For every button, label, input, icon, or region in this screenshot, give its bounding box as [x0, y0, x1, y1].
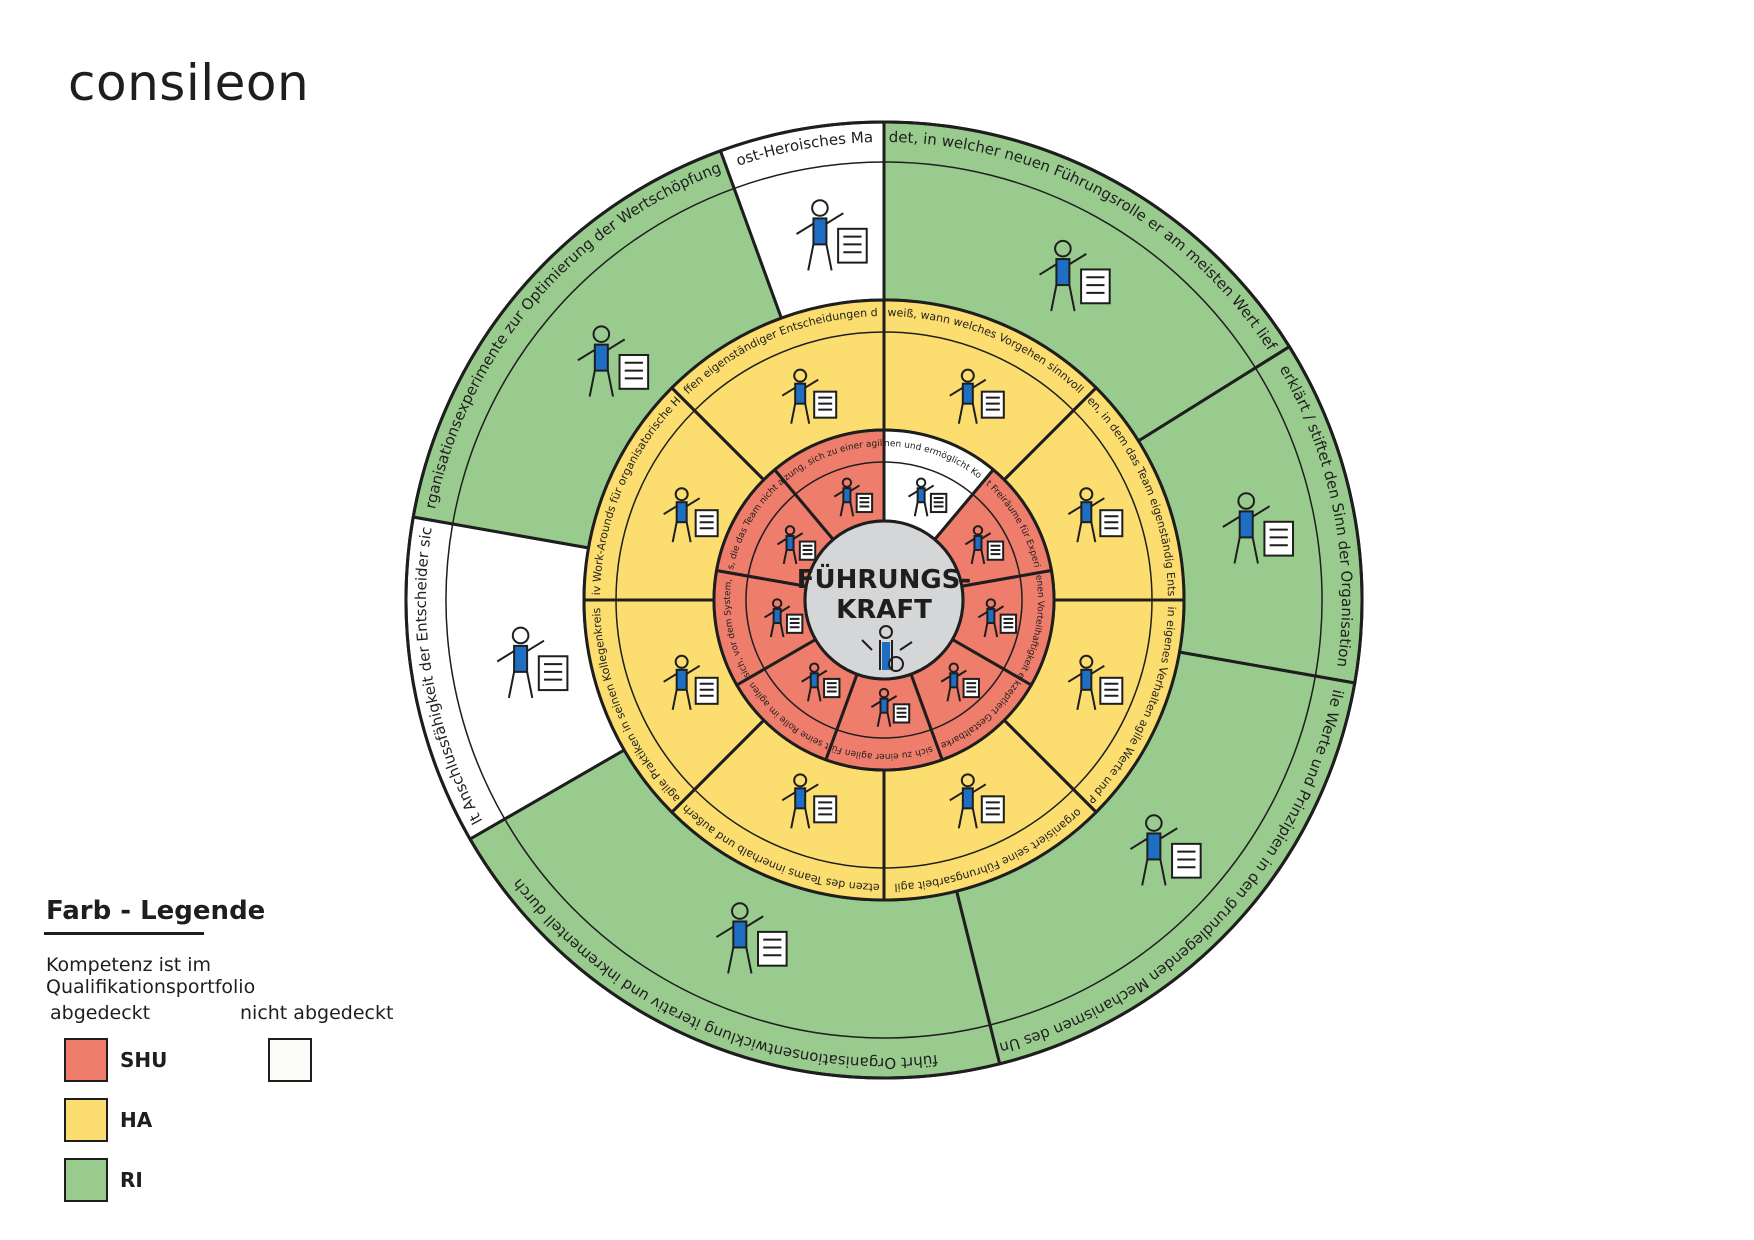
sketch-figure-icon — [496, 626, 569, 699]
inner-text-band-line — [883, 461, 974, 495]
inner-text-band-line — [1002, 575, 1023, 670]
legend-swatch-not-covered — [268, 1038, 312, 1082]
sketch-figure-icon — [949, 368, 1005, 424]
sketch-figure-icon — [1067, 654, 1124, 711]
sketch-figure-icon — [907, 477, 948, 517]
outer-text-band-line — [504, 818, 991, 1039]
legend-swatch-ri — [64, 1158, 108, 1202]
outer-text-band-line — [989, 675, 1317, 1026]
outer-segment-label: stellt Anschlussfähigkeit der Entscheide… — [0, 0, 486, 828]
outer-text-band-line — [451, 187, 735, 525]
outer-text-band-line — [445, 523, 506, 820]
inner-text-band-line — [763, 668, 838, 731]
legend-title: Farb - Legende — [46, 896, 266, 926]
center-disc: FÜHRUNGS- KRAFT — [797, 519, 971, 681]
sketch-figure-icon — [577, 325, 650, 397]
leader-figure-icon — [861, 625, 913, 672]
legend-covered-label: abgedeckt — [50, 1002, 151, 1024]
sketch-figure-icon — [1129, 814, 1202, 886]
sketch-figure-icon — [795, 199, 868, 271]
middle-text-band-line — [883, 788, 1075, 869]
sketch-figure-icon — [715, 902, 788, 974]
sketch-figure-icon — [1038, 239, 1111, 312]
center-circle — [803, 519, 965, 681]
outer-text-band-line — [733, 161, 885, 190]
inner-text-band-line — [972, 493, 1021, 577]
middle-text-band-line — [1072, 599, 1153, 791]
legend-swatch-ha — [64, 1098, 108, 1142]
sketch-figure-icon — [833, 477, 874, 517]
sketch-figure-icon — [764, 598, 804, 638]
sketch-figure-icon — [977, 598, 1018, 638]
sketch-figure-icon — [781, 368, 838, 424]
center-title-line2: KRAFT — [836, 595, 932, 625]
outer-text-band-line — [883, 161, 1257, 369]
inner-text-band-line — [836, 728, 932, 739]
sketch-figure-icon — [1067, 487, 1124, 543]
legend-not-covered-label: nicht abgedeckt — [240, 1002, 394, 1024]
sketch-figure-icon — [781, 773, 838, 829]
inner-text-band-line — [930, 668, 1005, 731]
legend-label-shu: SHU — [120, 1048, 168, 1072]
middle-text-band-line — [1072, 409, 1153, 601]
inner-text-band-line — [745, 575, 766, 670]
color-legend: Farb - Legende Kompetenz ist im Qualifik… — [40, 890, 420, 1230]
outer-text-band-line — [1254, 367, 1323, 677]
sketch-figure-icon — [801, 662, 841, 702]
brand-logo-text: consileon — [68, 54, 310, 112]
legend-label-ri: RI — [120, 1168, 143, 1192]
legend-swatch-shu — [64, 1038, 108, 1082]
middle-text-band-line — [883, 331, 1075, 412]
inner-text-band-line — [747, 493, 796, 577]
middle-text-band-line — [693, 331, 885, 412]
sketch-figure-icon — [964, 525, 1005, 565]
middle-text-band-line — [693, 788, 885, 869]
sketch-figure-icon — [776, 525, 817, 565]
wheel-outer-border — [404, 120, 1364, 1080]
sketch-figure-icon — [663, 487, 719, 543]
sketch-figure-icon — [1222, 492, 1295, 564]
inner-text-band-line — [794, 461, 885, 495]
sketch-figure-icon — [940, 662, 980, 702]
legend-label-ha: HA — [120, 1108, 153, 1132]
center-title-line1: FÜHRUNGS- — [797, 562, 971, 595]
sketch-figure-icon — [949, 773, 1005, 829]
middle-text-band-line — [615, 599, 696, 791]
legend-subtitle: Kompetenz ist im Qualifikationsportfolio — [46, 954, 256, 998]
middle-text-band-line — [615, 409, 696, 601]
sketch-figure-icon — [663, 654, 719, 711]
legend-title-underline — [44, 932, 204, 935]
sketch-figure-icon — [870, 687, 911, 727]
